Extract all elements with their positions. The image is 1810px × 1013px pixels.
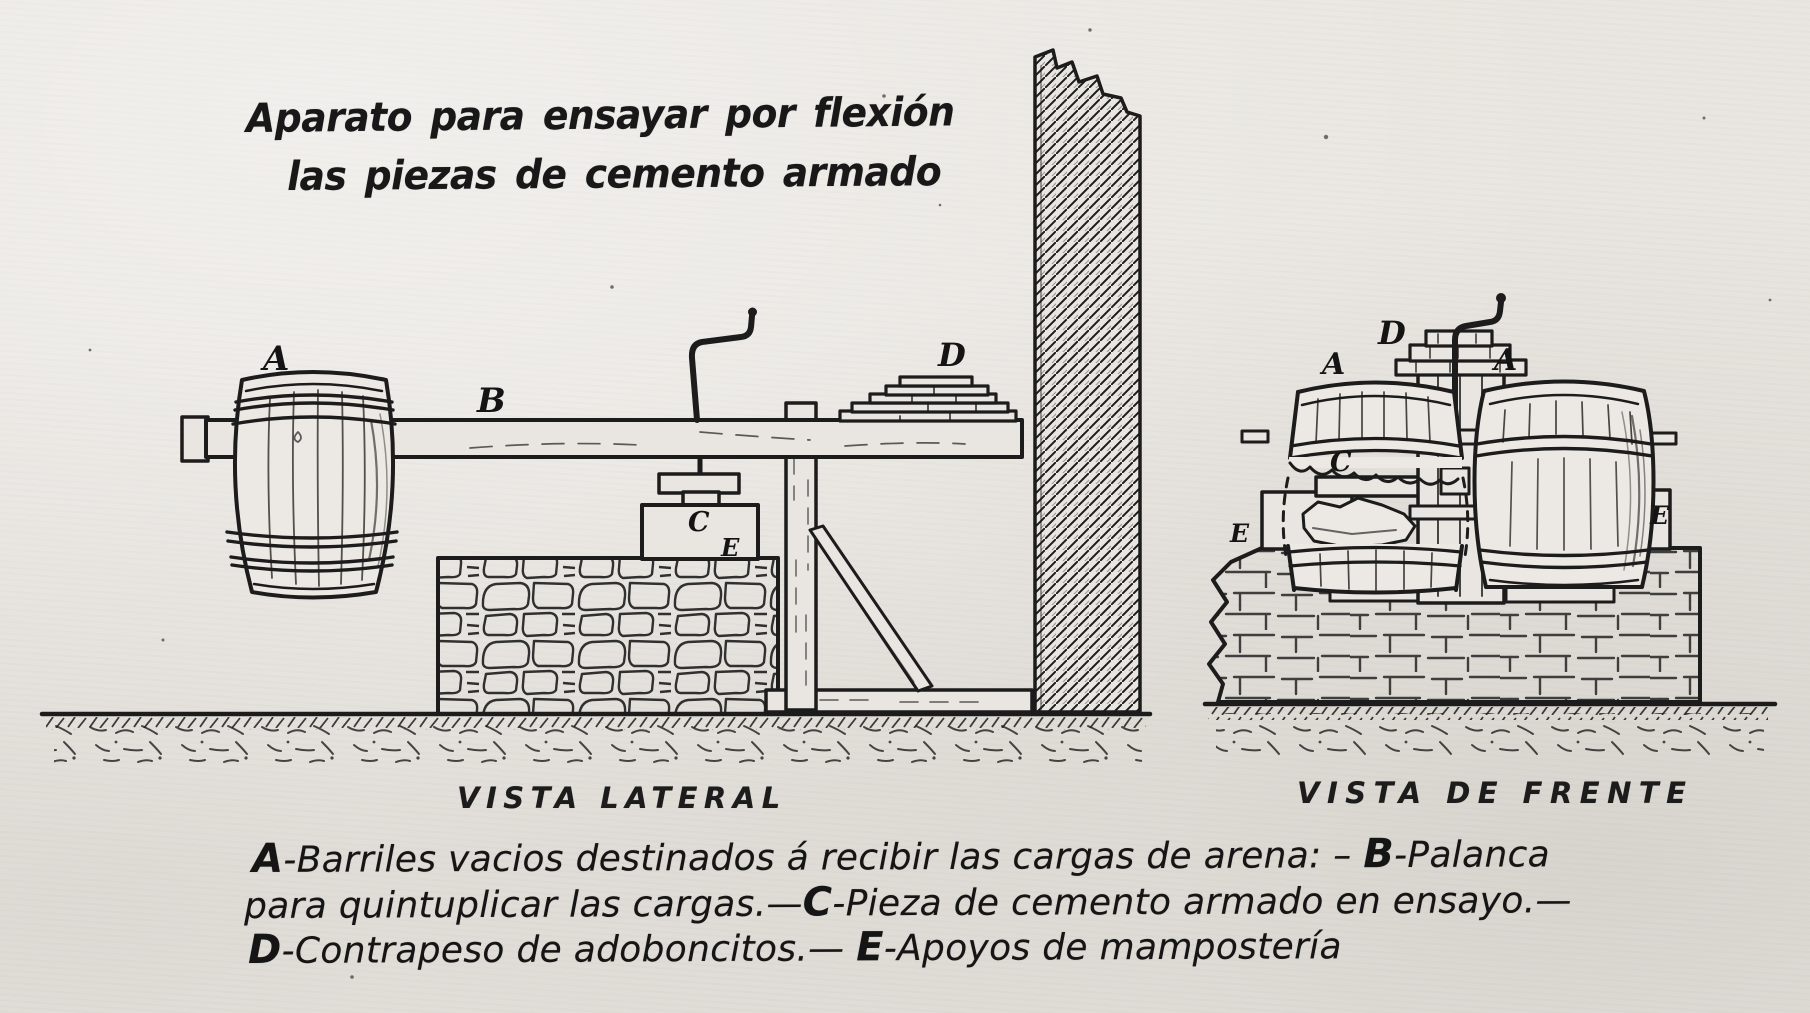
masonry-pier-e (436, 556, 780, 716)
ground-front (1202, 701, 1778, 755)
counterweight-d-front (1394, 329, 1528, 377)
load-plate-assembly (657, 452, 741, 508)
title-line-2: las piezas de cemento armado (287, 149, 942, 200)
front-view: A A D C E E (1202, 293, 1778, 755)
legend-key-d: D (248, 926, 282, 973)
caption-vista-de-frente: VISTA DE FRENTE (1297, 776, 1694, 810)
label-a-front-right: A (1491, 343, 1517, 378)
ground-lateral (39, 711, 1153, 767)
legend-line-2: para quintuplicar las cargas.—C-Pieza de… (244, 876, 1572, 928)
title-line-1: Aparato para ensayar por flexión (246, 89, 955, 142)
diagonal-brace (808, 524, 934, 693)
label-a-front-left: A (1319, 347, 1345, 382)
legend-key-b: B (1363, 831, 1395, 878)
legend-text-a: -Barriles vacios destinados á recibir la… (283, 835, 1364, 881)
paper-specks (88, 28, 1772, 979)
label-e-front-left: E (1229, 519, 1250, 548)
label-a-lateral: A (260, 339, 289, 379)
legend-text-b: -Palanca (1394, 834, 1551, 877)
wall (1033, 48, 1142, 714)
ground-sill (764, 688, 1034, 714)
counterweight-d-lateral (838, 375, 1018, 423)
barrel-a-front-right (1472, 379, 1656, 589)
legend-text-e: -Apoyos de mampostería (883, 926, 1342, 970)
legend-text-c: -Pieza de cemento armado en ensayo.— (832, 880, 1572, 925)
legend-text-d: -Contrapeso de adoboncitos.— (281, 928, 857, 972)
legend-key-a: A (252, 835, 284, 882)
label-d-lateral: D (937, 336, 966, 374)
barrel-a-lateral (225, 370, 399, 600)
specimen-c-lateral (640, 503, 760, 561)
label-c-front: C (1330, 447, 1352, 478)
hook-rod-lateral (688, 307, 757, 423)
caption-vista-lateral: VISTA LATERAL (457, 781, 787, 815)
legend-line-1: A-Barriles vacios destinados á recibir l… (252, 830, 1550, 882)
label-b-lateral: B (476, 381, 506, 421)
label-e-front-right: E (1649, 501, 1670, 530)
label-e-lateral: E (720, 533, 740, 562)
barrel-a-front-left (1281, 380, 1470, 595)
lateral-view: A B C D E (39, 48, 1153, 767)
legend-key-c: C (802, 879, 833, 926)
label-d-front: D (1377, 314, 1406, 352)
label-c-lateral: C (688, 507, 710, 538)
legend-key-e: E (856, 924, 884, 971)
legend-line2-lead: para quintuplicar las cargas.— (244, 883, 803, 927)
legend-line-3: D-Contrapeso de adoboncitos.— E-Apoyos d… (248, 922, 1342, 973)
